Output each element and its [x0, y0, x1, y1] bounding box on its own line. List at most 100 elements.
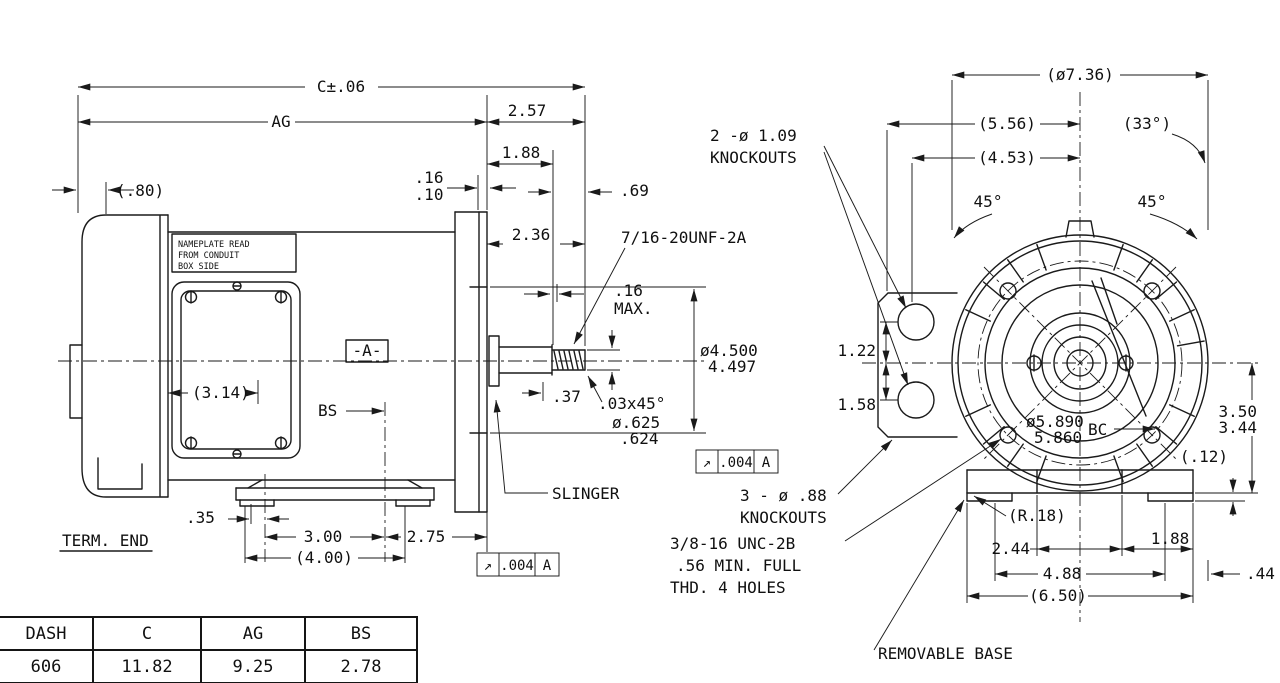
- dim-bc-suffix: BC: [1088, 420, 1107, 439]
- removable-base-label: REMOVABLE BASE: [878, 644, 1013, 663]
- dim-016-max: .16: [614, 281, 643, 300]
- end-view-dimension-lines: [823, 71, 1256, 651]
- chamfer-callout: .03x45°: [598, 394, 665, 413]
- shaft-circle: [1066, 349, 1094, 377]
- dim-556: (5.56): [978, 114, 1036, 133]
- dim-257: 2.57: [508, 101, 547, 120]
- fan-cover: [81, 214, 169, 498]
- table-header-c: C: [92, 616, 202, 651]
- dim-244: 2.44: [991, 539, 1030, 558]
- dim-overall-c: C±.06: [317, 77, 365, 96]
- runout-icon: ↗: [703, 455, 711, 471]
- bolt-circle: [977, 260, 1183, 466]
- dim-pilot-dia-hi: ø4.500: [700, 341, 758, 360]
- dim-400: (4.00): [295, 548, 353, 567]
- knockouts-bottom-label: KNOCKOUTS: [740, 508, 827, 527]
- dim-r018: (R.18): [1008, 506, 1066, 525]
- dim-shaft-dia-lo: .624: [620, 429, 659, 448]
- knockouts-top-label: KNOCKOUTS: [710, 148, 797, 167]
- table-header-row: DASH C AG BS: [0, 616, 418, 651]
- runout-frame-face: [476, 552, 560, 577]
- dim-044: .44: [1246, 564, 1275, 583]
- runout-tolerance-2: .004: [500, 558, 534, 574]
- table-header-dash: DASH: [0, 616, 94, 651]
- runout-icon: ↗: [484, 558, 492, 574]
- dim-158: 1.58: [837, 395, 876, 414]
- knockout-top: [897, 303, 935, 341]
- dim-037: .37: [552, 387, 581, 406]
- dim-bc-hi: ø5.890: [1026, 412, 1084, 431]
- dim-314: (3.14): [192, 383, 250, 402]
- dim-rear-080: (.80): [116, 181, 164, 200]
- dim-012: (.12): [1180, 447, 1228, 466]
- dim-016: .16: [415, 168, 444, 187]
- dim-188-base: 1.88: [1151, 529, 1190, 548]
- rear-cap: [69, 344, 83, 419]
- end-view-motor-linework: [877, 220, 1209, 502]
- tap-callout-1: 3/8-16 UNC-2B: [670, 534, 795, 553]
- slinger-disc: [488, 335, 500, 387]
- dim-275: 2.75: [407, 527, 446, 546]
- dim-angle-33: (33°): [1123, 114, 1171, 133]
- dim-pilot-dia-lo: 4.497: [708, 357, 756, 376]
- dim-122: 1.22: [837, 341, 876, 360]
- nameplate-text-1: NAMEPLATE READ: [178, 240, 250, 250]
- dim-300: 3.00: [304, 527, 343, 546]
- table-row: 606 11.82 9.25 2.78: [0, 649, 418, 683]
- runout-datum-2: A: [543, 558, 552, 574]
- conduit-box-end: [877, 292, 958, 438]
- dim-max-label: MAX.: [614, 299, 653, 318]
- table-cell-bs: 2.78: [304, 649, 418, 683]
- dim-angle-45-right: 45°: [1138, 192, 1167, 211]
- dim-350: 3.50: [1218, 402, 1257, 421]
- runout-tolerance-1: .004: [719, 455, 753, 471]
- end-view: (ø7.36) (5.56) (33°) (4.53) 45° 45° 2 -ø…: [670, 65, 1275, 663]
- dim-angle-45-left: 45°: [974, 192, 1003, 211]
- nameplate-text-3: BOX SIDE: [178, 262, 219, 272]
- end-view-extension-lines: [880, 80, 1258, 603]
- table-cell-ag: 9.25: [200, 649, 306, 683]
- c-face-circle: [984, 267, 1176, 459]
- conduit-box: [171, 281, 301, 459]
- tap-callout-2: .56 MIN. FULL: [676, 556, 801, 575]
- datum-a-flag-box: [345, 339, 389, 363]
- table-cell-c: 11.82: [92, 649, 202, 683]
- dim-ag: AG: [271, 112, 290, 131]
- tap-callout-3: THD. 4 HOLES: [670, 578, 786, 597]
- side-view: C±.06 AG 2.57 1.88 (.80) .16 .10 .69 2.3…: [52, 77, 779, 577]
- knockouts-top-qty: 2 -ø 1.09: [710, 126, 797, 145]
- dim-188: 1.88: [502, 143, 541, 162]
- slinger-label: SLINGER: [552, 484, 620, 503]
- knockouts-bottom-qty: 3 - ø .88: [740, 486, 827, 505]
- frame-outer-circle: [951, 234, 1209, 492]
- dim-bs: BS: [318, 401, 337, 420]
- nameplate-text-2: FROM CONDUIT: [178, 251, 239, 261]
- dim-453: (4.53): [978, 148, 1036, 167]
- table-header-bs: BS: [304, 616, 418, 651]
- dim-344: 3.44: [1218, 418, 1257, 437]
- pilot-circle: [1001, 284, 1159, 442]
- dimension-table: DASH C AG BS 606 11.82 9.25 2.78: [0, 616, 418, 683]
- dim-236: 2.36: [512, 225, 551, 244]
- dim-035: .35: [186, 508, 215, 527]
- runout-datum-1: A: [762, 455, 771, 471]
- table-header-ag: AG: [200, 616, 306, 651]
- cooling-fins: [965, 243, 1205, 483]
- dim-650: (6.50): [1029, 586, 1087, 605]
- dim-488: 4.88: [1043, 564, 1082, 583]
- knockout-bottom: [897, 381, 935, 419]
- datum-a-flag: -A-: [353, 341, 382, 360]
- side-view-centerlines: [58, 360, 706, 562]
- nameplate: [171, 233, 297, 273]
- face-bolt-holes: [999, 282, 1161, 444]
- mounting-feet: [235, 479, 435, 507]
- fan-blade-hint: [1091, 277, 1147, 417]
- dim-010: .10: [415, 185, 444, 204]
- drain-box: [97, 457, 143, 490]
- side-view-dimension-lines: [52, 83, 698, 562]
- runout-frame-shaft: [695, 449, 779, 474]
- through-bolts: [1026, 354, 1134, 372]
- side-view-motor-linework: [59, 211, 586, 552]
